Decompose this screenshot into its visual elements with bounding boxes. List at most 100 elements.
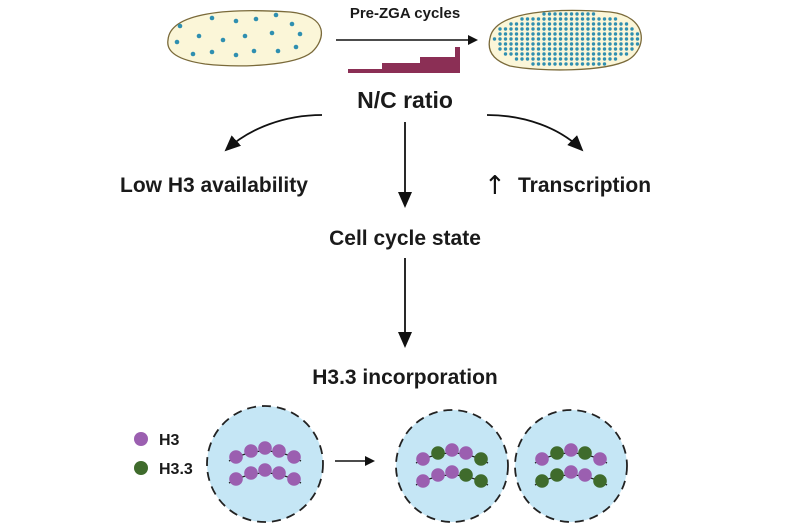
nucleus-dot — [547, 42, 552, 46]
nucleus-dot — [558, 17, 563, 21]
h3-histone — [593, 452, 607, 466]
legend: H3 H3.3 — [134, 432, 193, 478]
h33-histone — [578, 446, 592, 460]
nucleus-dot — [564, 52, 568, 56]
nucleus-dot — [591, 47, 596, 51]
nucleus-dot — [525, 17, 530, 21]
nucleus-dot — [564, 57, 568, 61]
legend-h33-swatch — [134, 461, 148, 475]
nucleus-dot — [498, 42, 502, 46]
nucleus-dot — [591, 17, 596, 21]
nucleus-dot — [553, 17, 557, 21]
nucleus-dot — [553, 37, 557, 41]
nucleus-dot — [542, 37, 546, 41]
h33-histone — [459, 468, 473, 482]
nucleus-dot — [602, 17, 607, 21]
nucleus-dot — [635, 32, 640, 36]
nucleus-dot — [509, 27, 513, 31]
nucleus-dot — [536, 52, 541, 56]
nucleus-dot — [635, 42, 640, 46]
nucleus-dot — [575, 22, 579, 26]
nucleus-dot — [531, 27, 535, 31]
nucleus-dot — [233, 18, 239, 24]
nucleus-dot — [575, 27, 579, 31]
nucleus-dot — [531, 42, 535, 46]
nucleus-dot — [613, 37, 618, 41]
nucleus-dot — [580, 52, 585, 56]
nucleus-dot — [536, 47, 541, 51]
nucleus-dot — [531, 62, 535, 66]
nucleus-dot — [575, 17, 579, 21]
nucleus-dot — [233, 52, 239, 58]
nucleus-dot — [498, 47, 502, 51]
h3-histone — [416, 474, 430, 488]
nucleus-dot — [630, 37, 634, 41]
nucleus-2 — [395, 409, 509, 523]
nucleus-dot — [520, 22, 524, 26]
h3-histone — [258, 441, 272, 455]
nucleus-dot — [553, 12, 557, 16]
legend-h3-label: H3 — [159, 432, 180, 449]
nucleus-dot — [569, 12, 574, 16]
nucleus-dot — [514, 47, 519, 51]
nucleus-dot — [514, 22, 519, 26]
h3-histone — [244, 444, 258, 458]
nucleus-dot — [586, 42, 590, 46]
h33-histone — [474, 452, 488, 466]
early-embryo — [167, 10, 323, 67]
nucleus-dot — [542, 52, 546, 56]
nucleus-dot — [602, 42, 607, 46]
nucleus-dot — [536, 37, 541, 41]
nucleus-dot — [269, 30, 275, 36]
nucleus-dot — [558, 32, 563, 36]
nucleus-dot — [602, 27, 607, 31]
nucleus-dot — [613, 17, 618, 21]
arrow-to-low-h3 — [224, 114, 323, 152]
h3-histone — [459, 446, 473, 460]
nucleus-dot — [564, 17, 568, 21]
nucleus-dot — [575, 37, 579, 41]
nucleus-dot — [619, 32, 623, 36]
nucleus-dot — [591, 32, 596, 36]
nucleus-dot — [591, 12, 596, 16]
nucleus-dot — [575, 12, 579, 16]
nucleus-dot — [525, 27, 530, 31]
nucleus-dot — [547, 62, 552, 66]
nucleus-dot — [586, 32, 590, 36]
nucleus-dot — [177, 23, 183, 29]
nucleus-dot — [586, 27, 590, 31]
nucleus-dot — [536, 22, 541, 26]
nucleus-dot — [608, 22, 612, 26]
nucleus-dot — [613, 57, 618, 61]
nucleus-dot — [608, 47, 612, 51]
nucleus-dot — [619, 27, 623, 31]
nucleus-dot — [580, 47, 585, 51]
nucleus-dot — [569, 62, 574, 66]
nucleus-dot — [503, 32, 508, 36]
nucleus-dot — [564, 62, 568, 66]
low-h3-label: Low H3 availability — [120, 174, 308, 197]
nucleus-dot — [536, 57, 541, 61]
nucleus-dot — [624, 42, 629, 46]
nucleus-dot — [624, 37, 629, 41]
nucleus-dot — [580, 57, 585, 61]
nucleus-dot — [536, 62, 541, 66]
h3-histone — [535, 452, 549, 466]
nucleus-dot — [553, 22, 557, 26]
nucleus-dot — [553, 62, 557, 66]
nucleus-dot — [564, 22, 568, 26]
nucleus-dot — [586, 12, 590, 16]
nucleus-dot — [630, 42, 634, 46]
nucleus-dot — [569, 57, 574, 61]
nucleus-dot — [503, 27, 508, 31]
nucleus-dot — [575, 47, 579, 51]
nucleus-dot — [597, 32, 601, 36]
nucleus-dot — [242, 33, 248, 39]
nucleus-dot — [608, 27, 612, 31]
nucleus-dot — [492, 37, 497, 41]
nucleus-dot — [624, 32, 629, 36]
nucleus-dot — [498, 37, 502, 41]
nucleus-1 — [206, 405, 324, 523]
nucleus-dot — [542, 62, 546, 66]
